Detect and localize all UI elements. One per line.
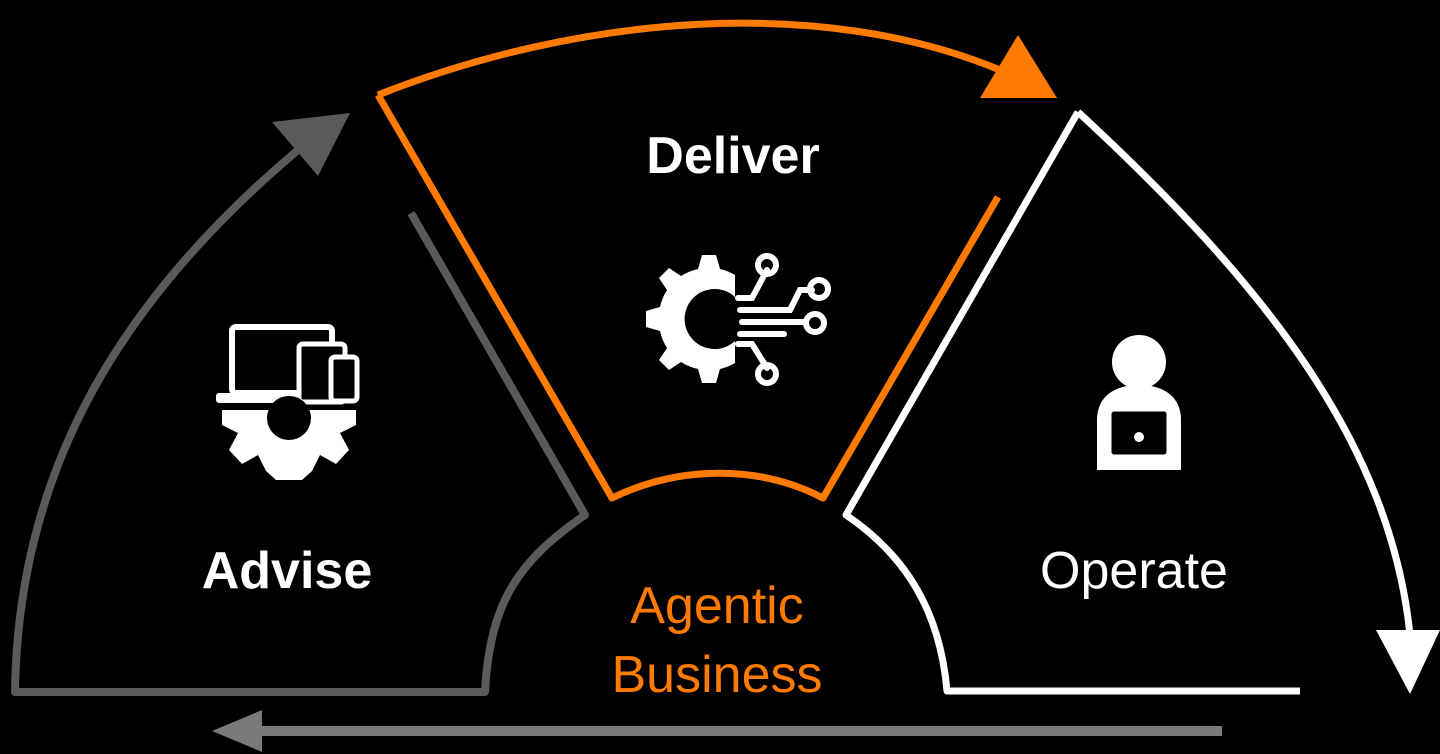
advise-arrowhead xyxy=(272,113,350,176)
gear-circuit-icon xyxy=(646,253,831,386)
return-arrow xyxy=(212,710,1222,752)
operate-segment xyxy=(842,109,1440,695)
advise-segment xyxy=(11,113,589,696)
deliver-label: Deliver xyxy=(646,127,819,185)
center-label-line1: Agentic xyxy=(630,577,803,635)
return-arrowhead xyxy=(212,710,262,752)
deliver-segment xyxy=(374,19,1057,502)
operate-outline xyxy=(842,109,1414,695)
deliver-arrowhead xyxy=(980,35,1057,98)
operate-label: Operate xyxy=(1040,542,1228,600)
deliver-outline xyxy=(374,19,1002,502)
advise-label: Advise xyxy=(202,542,373,600)
center-label-line2: Business xyxy=(612,646,823,704)
operate-arrowhead xyxy=(1376,630,1440,694)
devices-gear-icon xyxy=(216,324,360,480)
advise-outline xyxy=(11,146,589,696)
person-laptop-icon xyxy=(1097,335,1181,470)
